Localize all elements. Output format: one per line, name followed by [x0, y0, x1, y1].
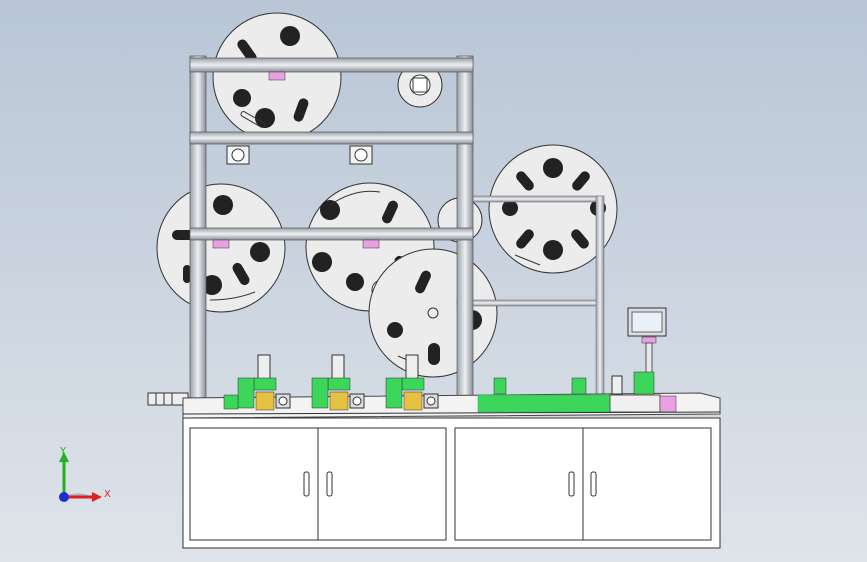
main-frame: [189, 55, 474, 413]
reel-right: [488, 144, 618, 274]
x-axis-label: X: [104, 489, 111, 500]
side-cylinder: [147, 392, 189, 406]
y-axis-label: Y: [59, 446, 67, 457]
feeder-unit-2: [311, 354, 365, 411]
control-monitor: [627, 307, 667, 374]
small-fixtures: [223, 371, 655, 410]
feeder-unit-1: [237, 354, 291, 411]
axis-triad: Y X: [59, 446, 111, 502]
cabinet: [182, 417, 721, 549]
reel-lower-center: [368, 248, 498, 378]
shaft-mounts: [212, 71, 380, 249]
feeder-unit-3: [385, 354, 439, 411]
origin-point: [59, 492, 69, 502]
